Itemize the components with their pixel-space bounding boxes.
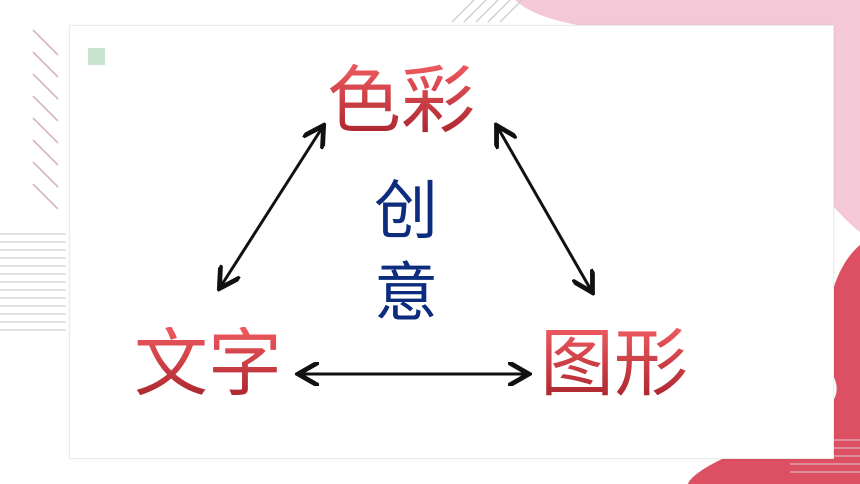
double-arrow-color-text — [221, 128, 322, 286]
term-color: 色彩 — [327, 58, 475, 144]
center-char-1: 创 — [374, 175, 438, 249]
horizontal-hatch-left — [0, 233, 66, 331]
term-shape: 图形 — [540, 321, 688, 407]
double-arrow-color-shape — [498, 128, 591, 290]
diagonal-stripes-left — [32, 29, 59, 210]
center-concept: 创 意 — [366, 180, 446, 326]
term-text: 文字 — [134, 321, 282, 407]
center-char-2: 意 — [374, 257, 438, 331]
diagonal-stripes-top — [451, 0, 523, 23]
content-card — [69, 25, 834, 459]
accent-square — [88, 48, 105, 65]
